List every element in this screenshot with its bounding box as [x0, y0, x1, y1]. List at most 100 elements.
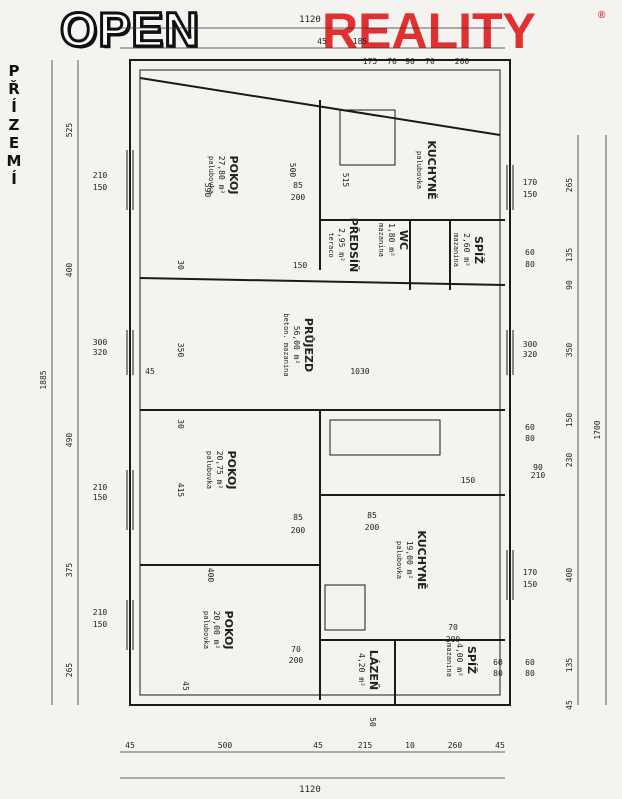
room-area: 56,00 m²: [292, 326, 301, 365]
room-name: KUCHYNĚ: [425, 140, 438, 199]
dim-window-left-3: 320: [93, 348, 108, 357]
dim-interior-13: 85: [367, 511, 377, 520]
dim-left-2: 490: [65, 433, 74, 448]
dim-interior-0: 590: [203, 183, 212, 198]
dim-window-right-2: 60: [525, 248, 535, 257]
dim-interior-8: 1030: [350, 367, 369, 376]
room-name: SPÍŽ: [465, 646, 478, 674]
dim-top-3: 70: [387, 57, 397, 66]
dim-interior-15: 400: [206, 568, 215, 583]
dimension-lines: [51, 27, 607, 779]
room-floor: mazanina: [377, 223, 385, 257]
dim-window-left-6: 210: [93, 608, 108, 617]
dim-window-right-11: 80: [525, 669, 535, 678]
dim-interior-6: 30: [176, 260, 185, 270]
dim-window-left-0: 210: [93, 171, 108, 180]
room-floor: beton. mazanina: [282, 313, 290, 376]
dim-window-right-0: 170: [523, 178, 538, 187]
room-name: POKOJ: [225, 451, 238, 490]
dim-left-0: 525: [65, 123, 74, 138]
dim-right-6: 400: [565, 568, 574, 583]
dim-bottom-6: 45: [495, 741, 505, 750]
dim-right-5: 230: [565, 453, 574, 468]
dim-interior-2: 515: [341, 173, 350, 188]
dim-interior-16: 70: [291, 645, 301, 654]
dim-interior-18: 45: [181, 681, 190, 691]
dim-window-right-10: 60: [525, 658, 535, 667]
dim-top-1: 185: [353, 37, 368, 46]
dim-interior-26: 80: [493, 669, 503, 678]
dim-right-0: 265: [565, 178, 574, 193]
room-floor: teraco: [327, 232, 335, 257]
dim-bottom-1: 500: [218, 741, 233, 750]
dim-right-4: 150: [565, 413, 574, 428]
dim-window-left-4: 210: [93, 483, 108, 492]
room-area: 27,80 m²: [217, 156, 226, 195]
dim-right-3: 350: [565, 343, 574, 358]
dim-window-right-1: 150: [523, 190, 538, 199]
dim-window-right-4: 300: [523, 340, 538, 349]
room-name: LÁZEŇ: [367, 650, 380, 690]
dim-interior-19: 150: [461, 476, 476, 485]
room-floor: palubovka: [202, 611, 210, 649]
dim-interior-4: 200: [291, 193, 306, 202]
stairs-top: [339, 109, 396, 166]
room-name: KUCHYNĚ: [415, 530, 428, 589]
room-name: PŘEDSÍŇ: [347, 218, 360, 272]
dim-right-1: 135: [565, 248, 574, 263]
outer-wall: [129, 59, 511, 706]
room-area: 20,00 m²: [212, 611, 221, 650]
dim-right-7: 135: [565, 658, 574, 673]
dim-window-left-2: 300: [93, 338, 108, 347]
dim-interior-12: 200: [291, 526, 306, 535]
room-name: SPÍŽ: [472, 236, 485, 264]
room-name: WC: [397, 230, 410, 250]
room-area: 4,00 m²: [455, 643, 464, 677]
dim-window-left-7: 150: [93, 620, 108, 629]
dim-left-3: 375: [65, 563, 74, 578]
dim-top-6: 200: [455, 57, 470, 66]
dim-right-8: 45: [565, 700, 574, 710]
dim-interior-21: 30: [176, 419, 185, 429]
dim-interior-10: 415: [176, 483, 185, 498]
dim-top-4: 90: [405, 57, 415, 66]
dim-bottom-0: 45: [125, 741, 135, 750]
room-area: 19,00 m²: [405, 541, 414, 580]
room-floor: palubovka: [207, 156, 215, 194]
dim-window-right-9: 150: [523, 580, 538, 589]
dim-interior-9: 45: [145, 367, 155, 376]
dim-interior-23: 70: [448, 623, 458, 632]
room-floor: palubovka: [415, 151, 423, 189]
wall-passage-top: [139, 277, 506, 286]
dim-interior-1: 500: [288, 163, 297, 178]
dim-window-right-3: 80: [525, 260, 535, 269]
dim-interior-14: 200: [365, 523, 380, 532]
dim-window-right-5: 320: [523, 350, 538, 359]
room-area: 2,95 m²: [337, 228, 346, 262]
dim-interior-24: 200: [446, 635, 461, 644]
room-floor: mazanina: [445, 643, 453, 677]
room-name: PRŮJEZD: [302, 318, 315, 372]
dim-interior-25: 60: [493, 658, 503, 667]
room-area: 2,60 m²: [462, 233, 471, 267]
stairs-group: [324, 109, 441, 631]
dim-interior-11: 85: [293, 513, 303, 522]
dim-left-1: 400: [65, 263, 74, 278]
room-area: 1,80 m²: [387, 223, 396, 257]
dim-interior-27: 50: [368, 717, 377, 727]
dim-interior-7: 350: [176, 343, 185, 358]
dim-window-left-1: 150: [93, 183, 108, 192]
inner-wall-line: [139, 69, 501, 696]
floor-title: PŘÍZEMÍ: [6, 62, 22, 188]
